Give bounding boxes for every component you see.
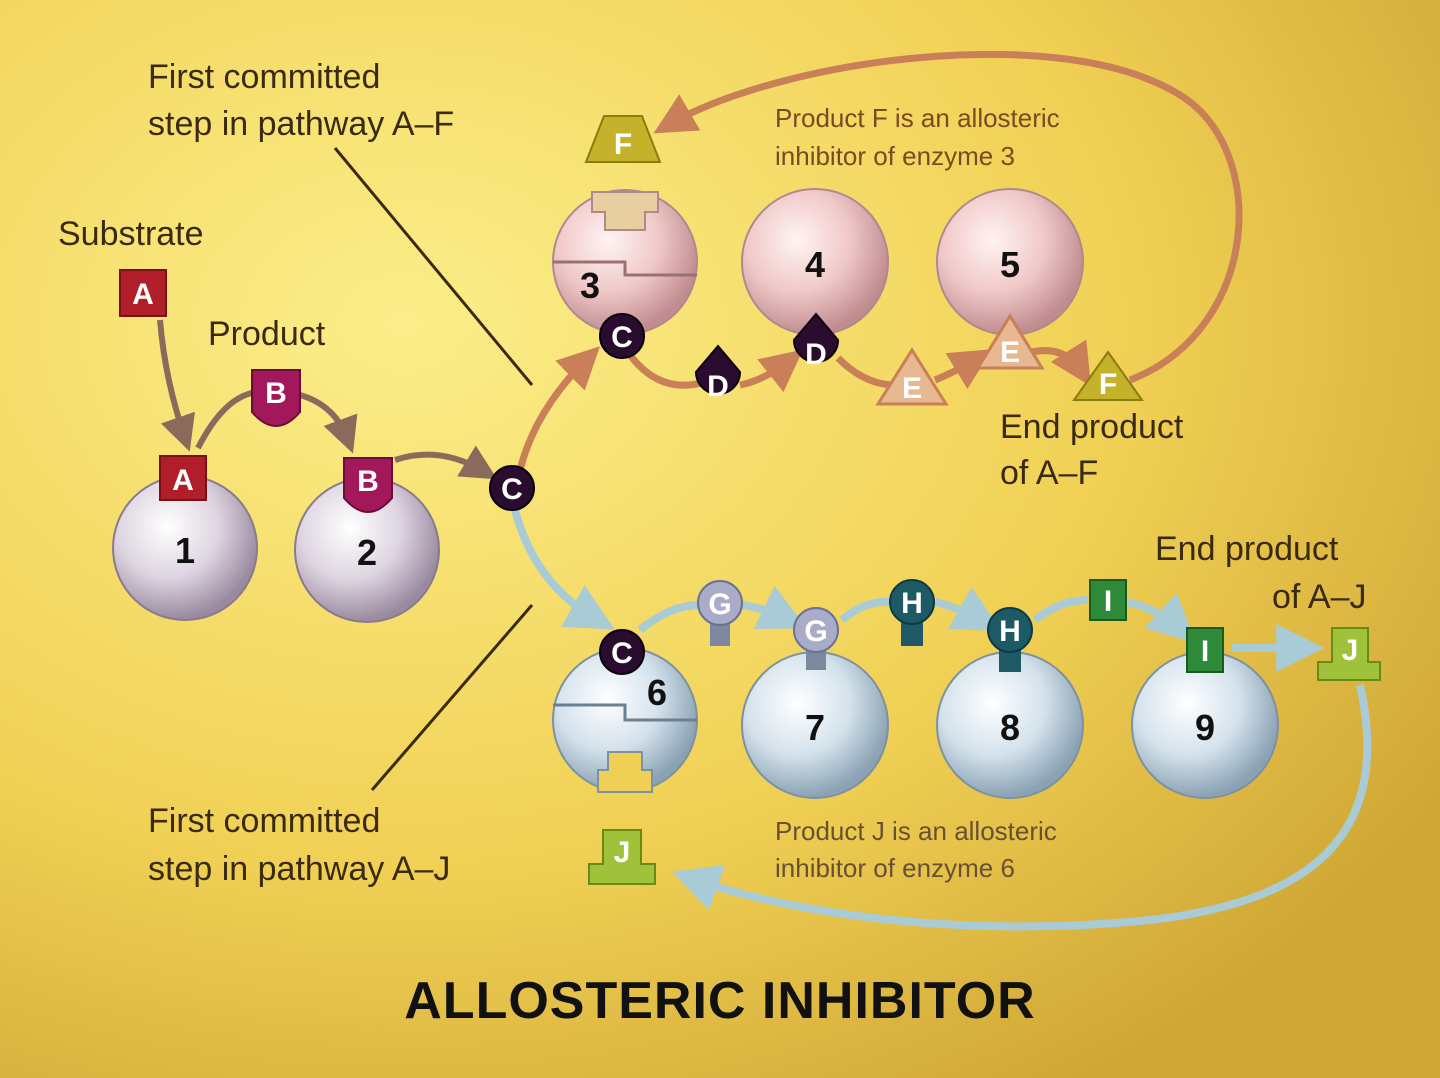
svg-text:C: C (611, 321, 633, 354)
svg-text:E: E (1000, 336, 1020, 369)
molecule-c-enzyme6: C (599, 629, 645, 675)
enzyme-6-allosteric-site (597, 751, 653, 793)
svg-text:I: I (1104, 585, 1112, 618)
label-end-aj-line2: of A–J (1272, 578, 1367, 616)
feedback-arrow-f-to-enzyme3 (653, 50, 1243, 384)
svg-text:A: A (132, 278, 154, 311)
enzyme-4: 4 (741, 188, 889, 336)
molecule-j-end-product: J (1317, 627, 1381, 681)
svg-text:E: E (902, 372, 922, 405)
arrow-b-to-enzyme2 (299, 392, 358, 454)
label-substrate: Substrate (58, 215, 204, 253)
svg-text:J: J (1342, 634, 1359, 667)
arrow-g-to-enzyme7 (741, 585, 808, 630)
enzyme-5: 5 (936, 188, 1084, 336)
arrow-e-to-f (1031, 339, 1091, 387)
molecule-f-inhibitor: F (584, 115, 662, 163)
arrow-h-to-i (1032, 596, 1089, 624)
svg-text:B: B (265, 377, 287, 410)
svg-text:C: C (501, 473, 523, 506)
arrow-c-to-d (627, 352, 706, 389)
enzyme-9-number: 9 (1195, 707, 1215, 748)
diagram-title: ALLOSTERIC INHIBITOR (404, 972, 1035, 1030)
arrow-e-to-enzyme5 (933, 349, 993, 390)
pointer-line-aj (370, 604, 534, 791)
molecule-a-free: A (119, 269, 167, 317)
molecule-c-enzyme3: C (599, 313, 645, 359)
enzyme-3-number: 3 (580, 265, 600, 306)
enzyme-8-number: 8 (1000, 707, 1020, 748)
arrow-i-to-enzyme9 (1126, 592, 1197, 643)
molecule-h-free: H (889, 579, 935, 646)
enzyme-8: 8 (936, 651, 1084, 799)
molecule-e-bound: E (975, 313, 1045, 370)
svg-text:D: D (707, 370, 729, 403)
molecule-a-bound: A (159, 455, 207, 501)
molecule-e-free: E (875, 347, 949, 406)
note-f-line1: Product F is an allosteric (775, 103, 1060, 133)
label-first-step-af-line2: step in pathway A–F (148, 105, 454, 143)
enzyme-6: 6 (552, 647, 698, 793)
pointer-line-af (333, 147, 534, 386)
molecule-b-free: B (251, 369, 301, 427)
feedback-arrow-j-to-enzyme6 (671, 684, 1372, 931)
arrow-d-to-enzyme4 (739, 349, 804, 393)
svg-text:D: D (805, 338, 827, 371)
enzyme-7: 7 (741, 651, 889, 799)
molecule-j-inhibitor: J (588, 829, 656, 885)
enzyme-3: 3 (552, 189, 698, 335)
enzyme-5-number: 5 (1000, 244, 1020, 285)
label-first-step-aj-line1: First committed (148, 802, 380, 840)
svg-text:G: G (708, 588, 731, 621)
arrow-h-to-enzyme8 (934, 586, 1002, 632)
svg-text:B: B (357, 465, 379, 498)
molecule-f-end-product: F (1072, 350, 1144, 401)
arrow-c-to-enzyme3 (516, 346, 600, 471)
molecule-b-bound: B (343, 457, 393, 513)
note-f-line2: inhibitor of enzyme 3 (775, 141, 1015, 171)
molecule-d-free: D (694, 344, 742, 403)
molecule-i-free: I (1089, 579, 1127, 621)
molecule-h-bound: H (987, 607, 1033, 672)
arrow-b-to-c (394, 445, 498, 480)
enzyme-1: 1 (112, 475, 258, 621)
enzyme-2-number: 2 (357, 532, 377, 573)
label-end-af-line2: of A–F (1000, 454, 1098, 492)
molecule-d-bound: D (792, 312, 840, 371)
label-first-step-aj-line2: step in pathway A–J (148, 850, 450, 888)
arrow-g-to-h (839, 597, 891, 624)
note-j-line2: inhibitor of enzyme 6 (775, 853, 1015, 883)
arrow-c-to-enzyme6 (511, 508, 615, 630)
arrow-c-to-g (637, 601, 701, 634)
svg-text:F: F (614, 128, 632, 161)
svg-text:H: H (999, 615, 1021, 648)
enzyme-3-allosteric-site (591, 191, 659, 231)
svg-text:H: H (901, 587, 923, 620)
enzyme-4-number: 4 (805, 244, 825, 285)
enzyme-1-number: 1 (175, 530, 195, 571)
svg-text:A: A (172, 464, 194, 497)
label-end-af-line1: End product (1000, 408, 1184, 446)
molecule-g-bound: G (793, 607, 839, 670)
label-product: Product (208, 315, 326, 353)
enzyme-7-number: 7 (805, 707, 825, 748)
molecule-c-branch: C (489, 465, 535, 511)
svg-text:C: C (611, 637, 633, 670)
svg-text:G: G (804, 615, 827, 648)
enzyme-9: 9 (1131, 651, 1279, 799)
label-end-aj-line1: End product (1155, 530, 1339, 568)
enzyme-6-number: 6 (647, 672, 667, 713)
arrow-substrate-to-enzyme1 (157, 319, 195, 452)
note-j-line1: Product J is an allosteric (775, 816, 1057, 846)
molecule-g-free: G (697, 580, 743, 646)
svg-text:F: F (1099, 368, 1117, 401)
label-first-step-af-line1: First committed (148, 58, 380, 96)
svg-text:J: J (614, 836, 631, 869)
svg-text:I: I (1201, 635, 1209, 668)
molecule-i-bound: I (1186, 627, 1224, 673)
